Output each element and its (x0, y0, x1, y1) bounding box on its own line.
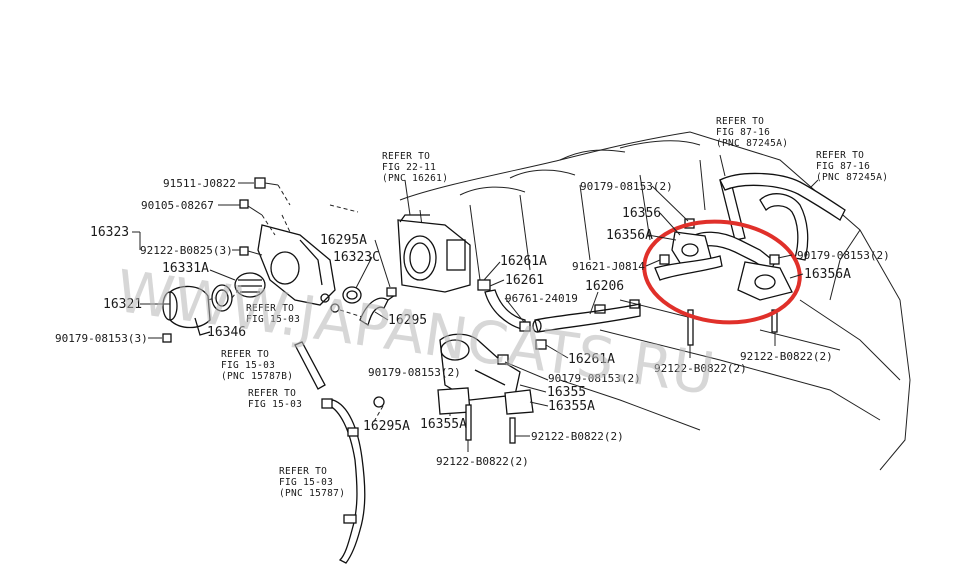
label-16346[interactable]: 16346 (207, 325, 246, 340)
label-16355[interactable]: 16355 (547, 385, 586, 400)
svg-text:FIG 87-16: FIG 87-16 (816, 161, 870, 172)
refer-top-right-2[interactable]: REFER TO FIG 87-16 (PNC 87245A) (816, 150, 888, 183)
label-92122-b0825[interactable]: 92122-B0825(3) (140, 244, 233, 257)
label-90179-top[interactable]: 90179-08153(2) (580, 180, 673, 193)
label-92122-mid[interactable]: 92122-B0822(2) (654, 362, 747, 375)
svg-text:REFER TO: REFER TO (816, 150, 864, 161)
label-90179-right[interactable]: 90179-08153(2) (797, 249, 890, 262)
label-16261[interactable]: 16261 (505, 273, 544, 288)
refer-pnc-15787b[interactable]: REFER TO FIG 15-03 (PNC 15787B) (221, 349, 293, 382)
leader-lines (132, 154, 819, 452)
svg-text:(PNC 15787B): (PNC 15787B) (221, 371, 293, 382)
label-92122-right[interactable]: 92122-B0822(2) (740, 350, 833, 363)
label-16323[interactable]: 16323 (90, 225, 129, 240)
svg-text:REFER TO: REFER TO (279, 466, 327, 477)
label-90179-center-1[interactable]: 90179-08153(2) (368, 366, 461, 379)
label-90179-center-2[interactable]: 90179-08153(2) (548, 372, 641, 385)
label-16331A[interactable]: 16331A (162, 261, 209, 276)
svg-text:(PNC 15787): (PNC 15787) (279, 488, 345, 499)
label-91621[interactable]: 91621-J0814 (572, 260, 645, 273)
leader-dashes-left (207, 184, 373, 321)
highlight-circle (642, 219, 802, 325)
label-16261A-bottom[interactable]: 16261A (568, 352, 615, 367)
svg-text:REFER TO: REFER TO (246, 303, 294, 314)
refer-bottom[interactable]: REFER TO FIG 15-03 (PNC 15787) (279, 466, 345, 499)
svg-text:(PNC 87245A): (PNC 87245A) (816, 172, 888, 183)
clamp-16295A-top[interactable] (386, 287, 397, 297)
hose-16261[interactable] (477, 279, 531, 332)
refer-thermo[interactable]: REFER TO FIG 15-03 (246, 303, 300, 325)
water-outlet-16355[interactable] (439, 333, 547, 401)
bolt-92122-b0825[interactable] (239, 246, 263, 256)
label-16356A-right[interactable]: 16356A (804, 267, 851, 282)
refer-top-right-1[interactable]: REFER TO FIG 87-16 (PNC 87245A) (716, 116, 788, 149)
label-90105[interactable]: 90105-08267 (141, 199, 214, 212)
label-16261A-top[interactable]: 16261A (500, 254, 547, 269)
svg-text:REFER TO: REFER TO (716, 116, 764, 127)
stud-92122-center-right[interactable] (509, 417, 516, 444)
hose-bottom-long[interactable] (321, 398, 366, 564)
label-90179-left[interactable]: 90179-08153(3) (55, 332, 148, 345)
svg-text:REFER TO: REFER TO (382, 151, 430, 162)
label-16355A-right[interactable]: 16355A (548, 399, 595, 414)
svg-text:FIG 15-03: FIG 15-03 (221, 360, 275, 371)
thermostat-housing-assembly (162, 177, 340, 343)
stud-90105[interactable] (239, 199, 263, 216)
bolt-91511[interactable] (254, 177, 279, 189)
label-16355A-left[interactable]: 16355A (420, 417, 467, 432)
pipe-16206[interactable] (532, 299, 641, 333)
label-16295A-bottom[interactable]: 16295A (363, 419, 410, 434)
gasket-16323C[interactable] (342, 286, 362, 304)
svg-text:FIG 15-03: FIG 15-03 (248, 399, 302, 410)
label-16356[interactable]: 16356 (622, 206, 661, 221)
label-92122-bottom[interactable]: 92122-B0822(2) (436, 455, 529, 468)
gasket-16355A-left[interactable] (437, 387, 471, 415)
thermostat-16331A[interactable] (234, 272, 266, 298)
gasket-16355A-right[interactable] (504, 389, 534, 415)
label-16295A-top[interactable]: 16295A (320, 233, 367, 248)
label-16323C[interactable]: 16323C (333, 250, 380, 265)
clamp-16295A-lower[interactable] (371, 396, 385, 426)
refer-throttle[interactable]: REFER TO FIG 22-11 (PNC 16261) (382, 151, 448, 184)
label-91511[interactable]: 91511-J0822 (163, 177, 236, 190)
label-92122-center[interactable]: 92122-B0822(2) (531, 430, 624, 443)
throttle-body[interactable] (397, 214, 471, 293)
clamp-icon[interactable] (330, 303, 340, 313)
label-16321[interactable]: 16321 (103, 297, 142, 312)
svg-text:FIG 15-03: FIG 15-03 (279, 477, 333, 488)
svg-text:FIG 22-11: FIG 22-11 (382, 162, 436, 173)
housing-16323[interactable] (257, 224, 336, 306)
svg-text:(PNC 87245A): (PNC 87245A) (716, 138, 788, 149)
water-inlet-16321[interactable] (162, 285, 211, 336)
svg-text:REFER TO: REFER TO (221, 349, 269, 360)
label-96761[interactable]: 96761-24019 (505, 292, 578, 305)
svg-text:FIG 87-16: FIG 87-16 (716, 127, 770, 138)
refer-to-blocks: REFER TO FIG 15-03 REFER TO FIG 15-03 (P… (221, 116, 888, 499)
label-16295[interactable]: 16295 (388, 313, 427, 328)
label-16356A-left[interactable]: 16356A (606, 228, 653, 243)
label-16206[interactable]: 16206 (585, 279, 624, 294)
part-labels: 91511-J0822 90105-08267 16323 92122-B082… (55, 177, 890, 468)
svg-text:(PNC 16261): (PNC 16261) (382, 173, 448, 184)
refer-mid[interactable]: REFER TO FIG 15-03 (248, 388, 302, 410)
hose-left-lower[interactable] (294, 341, 326, 390)
svg-text:FIG 15-03: FIG 15-03 (246, 314, 300, 325)
bolt-90179-left[interactable] (162, 333, 172, 343)
svg-text:REFER TO: REFER TO (248, 388, 296, 399)
